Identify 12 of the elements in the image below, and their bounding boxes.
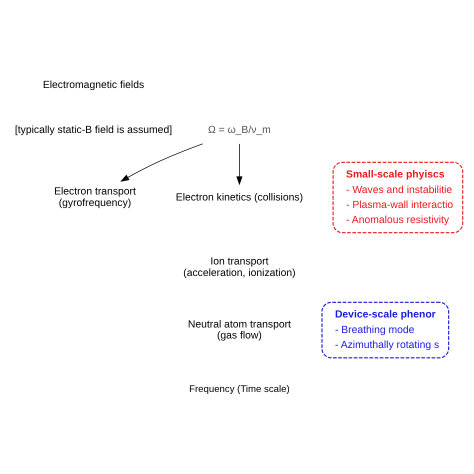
- arrow: [120, 142, 204, 182]
- node-box: Device-scale phenor - Breathing mode - Azimuthally rotating s: [321, 301, 450, 358]
- arrow: [236, 142, 243, 185]
- node-text: Ion transport (acceleration, ionization): [183, 256, 296, 278]
- node-box: Small-scale phyiscs - Waves and instabilitie - Plasma-wall interactio - Anomalous resistivity: [332, 161, 464, 233]
- label: [typically static-B field is assumed]: [14, 124, 172, 136]
- node-text: Electron transport (gyrofrequency): [54, 186, 136, 208]
- label: Electromagnetic fields: [42, 80, 144, 91]
- label: Frequency (Time scale): [189, 384, 290, 395]
- node-text: Neutral atom transport (gas flow): [188, 318, 291, 341]
- node-text: Ω = ω_B/ν_m: [208, 124, 271, 136]
- node-text: Electron kinetics (collisions): [176, 192, 304, 203]
